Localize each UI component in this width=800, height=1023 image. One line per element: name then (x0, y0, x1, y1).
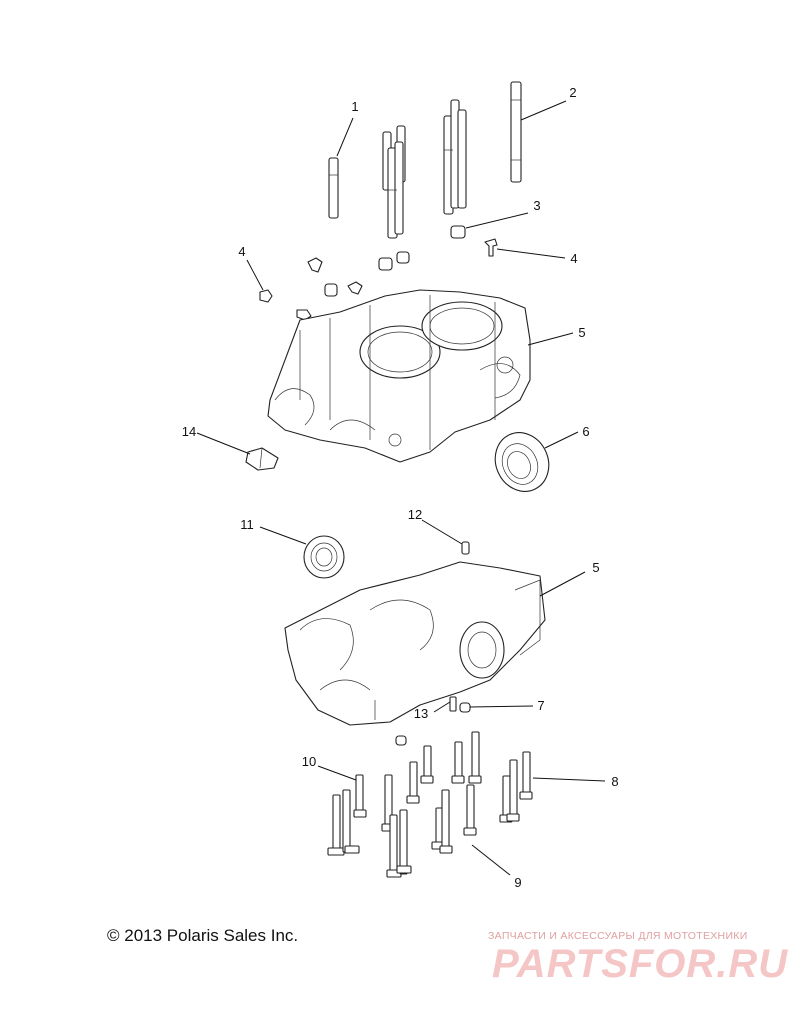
callout-11: 11 (240, 517, 254, 532)
callout-6: 6 (582, 424, 589, 439)
callout-13: 13 (414, 706, 428, 721)
dowel-pins (259, 225, 498, 321)
oil-seal-6 (494, 432, 550, 492)
stud-group-2 (443, 81, 522, 215)
callout-9: 9 (514, 875, 521, 890)
callout-3: 3 (533, 198, 540, 213)
callout-7: 7 (537, 698, 544, 713)
bolt-cluster (327, 731, 533, 878)
callout-8: 8 (611, 774, 618, 789)
callout-5-upper: 5 (578, 325, 585, 340)
upper-crankcase (267, 289, 531, 463)
copyright-notice: © 2013 Polaris Sales Inc. (107, 926, 299, 945)
oil-seal-11 (303, 535, 345, 579)
callout-1: 1 (351, 99, 358, 114)
callout-4-left: 4 (238, 244, 245, 259)
leader-lines (196, 100, 606, 876)
lower-crankcase (284, 561, 546, 726)
callout-12: 12 (408, 507, 422, 522)
sensor-14 (245, 447, 279, 471)
watermark-logo: PARTSFOR.RU (492, 942, 789, 986)
small-bolts (395, 696, 471, 746)
watermark-tagline: ЗАПЧАСТИ И АКСЕССУАРЫ ДЛЯ МОТОТЕХНИКИ (488, 930, 748, 942)
callout-2: 2 (569, 85, 576, 100)
callout-5-lower: 5 (592, 560, 599, 575)
callout-10: 10 (302, 754, 316, 769)
callout-4-right: 4 (570, 251, 577, 266)
callout-14: 14 (182, 424, 196, 439)
stud-group-1 (328, 125, 406, 239)
dowel-12 (461, 541, 470, 555)
